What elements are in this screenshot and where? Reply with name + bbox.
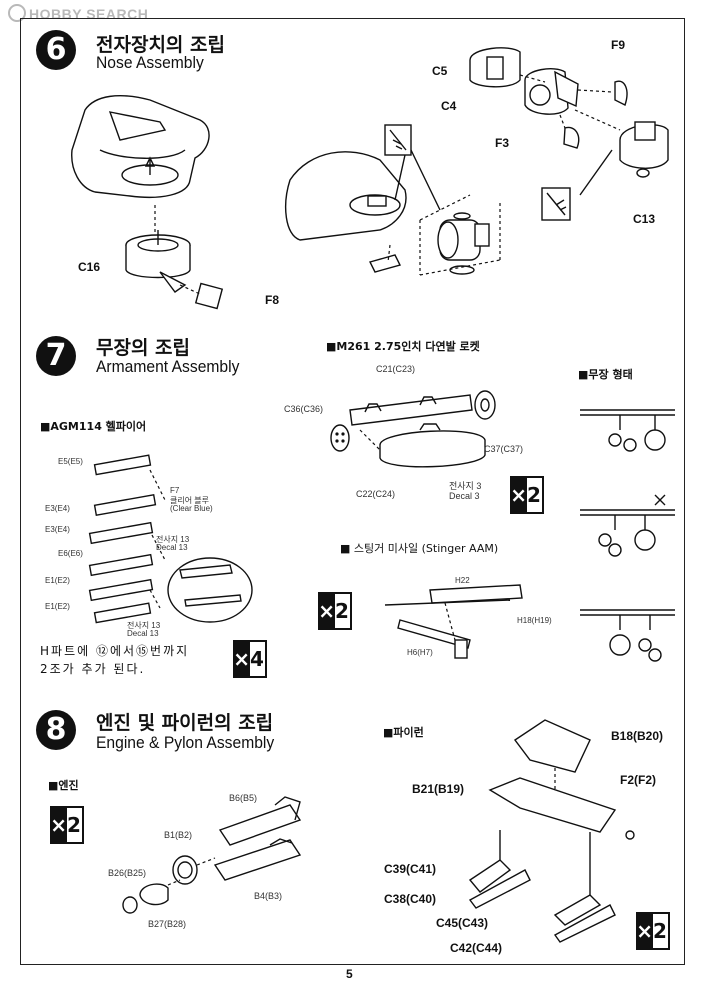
rocket-heading: ■M261 2.75인치 다연발 로켓 — [326, 340, 480, 353]
part-label-b1: B1(B2) — [164, 830, 193, 840]
part-label-b4: B4(B3) — [254, 891, 283, 901]
f7-clear-en: (Clear Blue) — [170, 504, 213, 513]
part-label-e1: E1(E2) — [45, 576, 70, 585]
rocket-multiplier: ×2 — [510, 476, 544, 514]
pylon-multiplier: ×2 — [636, 912, 670, 950]
nose-left-drawing — [71, 95, 224, 310]
multiplier-n: 2 — [67, 808, 82, 842]
engine-heading: ■엔진 — [48, 779, 79, 792]
part-label-b21: B21(B19) — [412, 782, 465, 796]
decal3-ko: 전사지 3 — [449, 481, 482, 491]
part-label-e1b: E1(E2) — [45, 602, 70, 611]
part-label-c13: C13 — [633, 212, 656, 226]
multiplier-x: × — [233, 642, 250, 676]
part-label-c36: C36(C36) — [284, 404, 324, 414]
multiplier-n: 2 — [335, 594, 350, 628]
multiplier-n: 2 — [527, 478, 542, 512]
part-label-h18: H18(H19) — [517, 616, 552, 625]
step6-title-ko: 전자장치의 조립 — [96, 34, 225, 56]
part-label-b26: B26(B25) — [108, 868, 147, 878]
step6-number-badge: 6 — [36, 30, 76, 70]
configs-heading: ■무장 형태 — [578, 368, 633, 381]
multiplier-x: × — [318, 594, 335, 628]
part-label-f2: F2(F2) — [620, 773, 656, 787]
instruction-sheet — [20, 18, 685, 965]
stinger-drawing — [384, 584, 523, 659]
engine-drawing — [122, 796, 302, 914]
part-label-e5: E5(E5) — [58, 457, 83, 466]
decal13b-ko: 전사지 13 — [127, 621, 161, 630]
part-label-h22: H22 — [455, 576, 470, 585]
part-label-c16: C16 — [78, 260, 101, 274]
multiplier-x: × — [50, 808, 67, 842]
part-label-c38: C38(C40) — [384, 892, 437, 906]
agm114-heading: ■AGM114 헬파이어 — [40, 420, 147, 433]
page-number: 5 — [346, 967, 353, 981]
pylon-drawing — [468, 719, 635, 943]
agm-note-line1: H파트에 ⑫에서⑮번까지 — [40, 644, 190, 658]
rocket-pod-drawing — [330, 390, 496, 468]
agm114-drawing — [88, 454, 253, 624]
part-label-c42: C42(C44) — [450, 941, 503, 955]
step7-number-badge: 7 — [36, 336, 76, 376]
decal3-en: Decal 3 — [449, 491, 480, 501]
stinger-heading: ■ 스팅거 미사일 (Stinger AAM) — [340, 542, 499, 555]
step8-title-en: Engine & Pylon Assembly — [96, 733, 275, 752]
part-label-b18: B18(B20) — [611, 729, 664, 743]
part-label-b27: B27(B28) — [148, 919, 187, 929]
step7-title-en: Armament Assembly — [96, 357, 240, 376]
pylon-heading: ■파이런 — [383, 726, 424, 739]
part-label-c5: C5 — [432, 64, 448, 78]
agm-multiplier: ×4 — [233, 640, 267, 678]
step8-number-badge: 8 — [36, 710, 76, 750]
f7-label: F7 — [170, 486, 180, 495]
f7-clear-ko: 클리어 블루 — [170, 496, 210, 505]
part-label-b6: B6(B5) — [229, 793, 258, 803]
nose-right-drawing — [285, 124, 501, 276]
step6-title-en: Nose Assembly — [96, 53, 204, 72]
part-label-e6: E6(E6) — [58, 549, 83, 558]
decal13a-ko: 전사지 13 — [156, 535, 190, 544]
multiplier-x: × — [636, 914, 653, 948]
engine-multiplier: ×2 — [50, 806, 84, 844]
part-label-c45: C45(C43) — [436, 916, 489, 930]
part-label-e3: E3(E4) — [45, 504, 70, 513]
part-label-c37: C37(C37) — [484, 444, 524, 454]
stinger-multiplier: ×2 — [318, 592, 352, 630]
part-label-f8: F8 — [265, 293, 280, 307]
decal13b-en: Decal 13 — [127, 629, 159, 638]
nose-parts-exploded — [469, 47, 669, 221]
multiplier-x: × — [510, 478, 527, 512]
part-label-e3b: E3(E4) — [45, 525, 70, 534]
step7-title-ko: 무장의 조립 — [96, 337, 191, 359]
step8-title-ko: 엔진 및 파이런의 조립 — [96, 712, 274, 734]
part-label-f3: F3 — [495, 136, 510, 150]
part-label-c22: C22(C24) — [356, 489, 396, 499]
part-label-c4: C4 — [441, 99, 457, 113]
part-label-h6: H6(H7) — [407, 648, 433, 657]
armament-configs-drawing — [580, 409, 675, 662]
multiplier-n: 4 — [250, 642, 265, 676]
part-label-f9: F9 — [611, 38, 626, 52]
agm-note-line2: 2조가 추가 된다. — [40, 662, 146, 676]
watermark-logo-icon — [8, 4, 26, 22]
multiplier-n: 2 — [653, 914, 668, 948]
part-label-c39: C39(C41) — [384, 862, 437, 876]
decal13a-en: Decal 13 — [156, 543, 188, 552]
part-label-c21: C21(C23) — [376, 364, 416, 374]
